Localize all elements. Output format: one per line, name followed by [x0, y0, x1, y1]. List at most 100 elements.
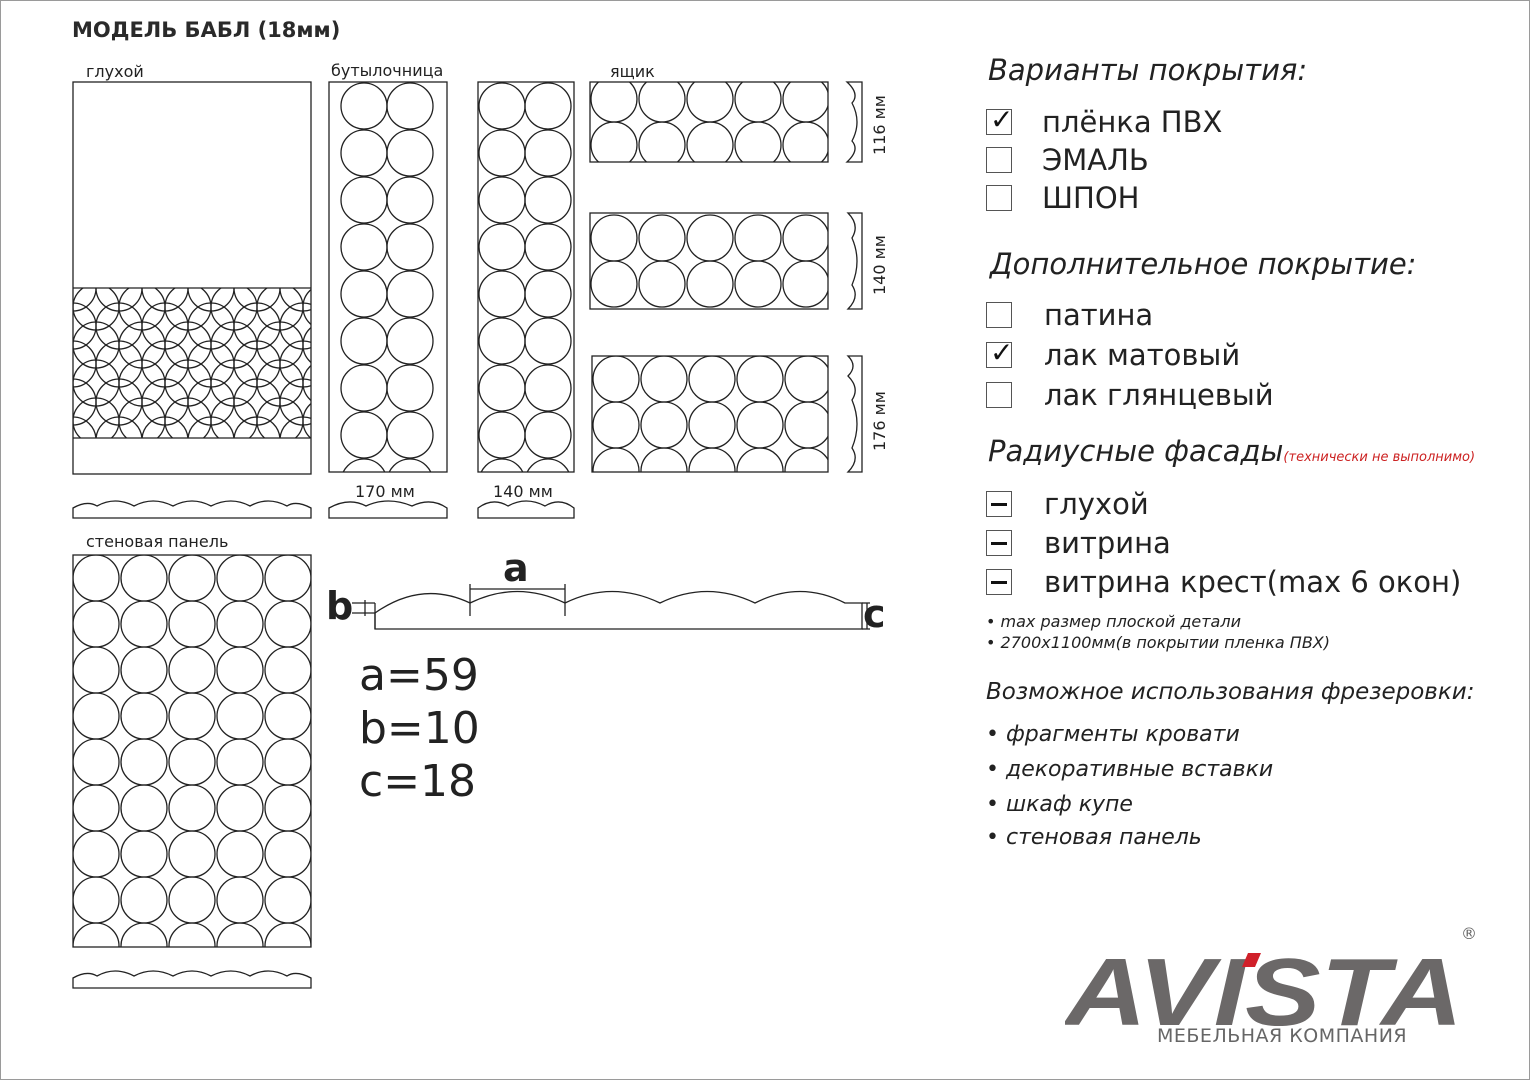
yashchik-176-panel — [591, 355, 829, 473]
extra-option-gloss[interactable]: лак глянцевый — [986, 376, 1274, 414]
usage-item: • декоративные вставки — [986, 757, 1274, 782]
yashchik-116-panel — [589, 81, 829, 163]
radius-options: глухой витрина витрина крест(max 6 окон) — [986, 485, 1461, 601]
pattern-circle — [592, 356, 640, 403]
usage-item: • шкаф купе — [986, 792, 1133, 817]
pattern-circle — [478, 129, 526, 177]
gluhoy-profile — [72, 500, 312, 519]
pattern-circle — [478, 82, 526, 130]
checkbox-enamel[interactable] — [986, 147, 1012, 173]
pattern-circle — [386, 317, 434, 365]
pattern-circle — [73, 692, 120, 740]
pattern-circle — [73, 600, 120, 648]
pattern-circle — [638, 121, 686, 162]
usage-item-text: фрагменты кровати — [1005, 722, 1240, 747]
pattern-circle — [524, 317, 572, 365]
pattern-circle — [524, 176, 572, 224]
extra-option-matte[interactable]: ✓ лак матовый — [986, 336, 1274, 374]
pattern-circle — [340, 129, 388, 177]
dim-140-width: 140 мм — [493, 482, 553, 501]
radius-option-vitrina[interactable]: витрина — [986, 524, 1461, 562]
pattern-circle — [120, 692, 168, 740]
pattern-circle — [168, 692, 216, 740]
pattern-circle — [73, 876, 120, 924]
extra-option-label: патина — [1044, 298, 1154, 332]
pattern-circle — [168, 738, 216, 786]
pattern-circle — [592, 401, 640, 449]
usage-item: • фрагменты кровати — [986, 722, 1240, 747]
pattern-circle — [478, 317, 526, 365]
stenovaya-profile — [72, 970, 312, 989]
usage-item-text: шкаф купе — [1005, 792, 1133, 817]
extra-options: патина ✓ лак матовый лак глянцевый — [986, 296, 1274, 414]
pattern-circle — [386, 129, 434, 177]
usage-item: • стеновая панель — [986, 825, 1202, 850]
checkbox-radius-gluhoy[interactable] — [986, 491, 1012, 517]
pattern-circle — [478, 411, 526, 459]
pattern-circle — [736, 447, 784, 472]
coverage-option-pvc[interactable]: ✓ плёнка ПВХ — [986, 103, 1222, 141]
checkbox-patina[interactable] — [986, 302, 1012, 328]
pattern-circle — [340, 411, 388, 459]
pattern-circle — [590, 82, 638, 123]
radius-option-vitrina-krest[interactable]: витрина крест(max 6 окон) — [986, 563, 1461, 601]
checkbox-matte[interactable]: ✓ — [986, 338, 1013, 368]
pattern-circle — [120, 600, 168, 648]
checkbox-radius-vitrina[interactable] — [986, 530, 1012, 556]
pattern-circle — [688, 447, 736, 472]
pattern-circle — [340, 364, 388, 412]
pattern-circle — [638, 82, 686, 123]
label-butylochnica: бутылочница — [331, 61, 444, 80]
checkbox-gloss[interactable] — [986, 382, 1012, 408]
extra-option-patina[interactable]: патина — [986, 296, 1274, 334]
pattern-circle — [386, 223, 434, 271]
checkbox-radius-vitrina-krest[interactable] — [986, 569, 1012, 595]
radius-option-gluhoy[interactable]: глухой — [986, 485, 1461, 523]
checkmark-icon: ✓ — [990, 336, 1014, 369]
pattern-circle — [734, 82, 782, 123]
usage-item-text: стеновая панель — [1005, 825, 1202, 850]
pattern-circle — [264, 600, 311, 648]
coverage-option-veneer[interactable]: ШПОН — [986, 179, 1222, 217]
dim-letter-b: b — [326, 584, 354, 628]
pattern-circle — [342, 458, 386, 472]
pattern-circle — [264, 922, 311, 947]
pattern-circle — [478, 176, 526, 224]
pattern-circle — [784, 356, 828, 403]
pattern-circle — [340, 270, 388, 318]
pattern-circle — [168, 600, 216, 648]
checkbox-veneer[interactable] — [986, 185, 1012, 211]
pattern-circle — [326, 265, 372, 311]
coverage-option-label: ШПОН — [1042, 181, 1140, 215]
coverage-option-enamel[interactable]: ЭМАЛЬ — [986, 141, 1222, 179]
dim-170: 170 мм — [355, 482, 415, 501]
logo-red-accent — [1242, 953, 1261, 967]
pattern-circle — [216, 555, 264, 602]
dim-176: 176 мм — [870, 391, 889, 451]
yashchik-140-panel — [589, 212, 829, 310]
pattern-circle — [480, 458, 524, 472]
pattern-circle — [302, 402, 311, 438]
logo-subtitle: МЕБЕЛЬНАЯ КОМПАНИЯ — [1157, 1025, 1408, 1047]
pattern-circle — [686, 121, 734, 162]
pattern-circle — [73, 555, 120, 602]
coverage-option-label: ЭМАЛЬ — [1042, 143, 1149, 177]
pattern-circle — [526, 458, 570, 472]
pattern-circle — [168, 646, 216, 694]
page-title: МОДЕЛЬ БАБЛ (18мм) — [72, 18, 341, 42]
minus-icon — [991, 542, 1007, 545]
yashchik-140-side-profile — [846, 212, 863, 310]
label-yashchik: ящик — [610, 62, 655, 81]
pattern-circle — [640, 356, 688, 403]
pattern-circle — [340, 82, 388, 130]
pattern-circle — [640, 447, 688, 472]
pattern-circle — [216, 876, 264, 924]
pattern-circle — [524, 223, 572, 271]
checkbox-pvc[interactable]: ✓ — [986, 105, 1013, 135]
pattern-circle — [386, 364, 434, 412]
yashchik-176-side-profile — [846, 355, 863, 473]
pattern-circle — [638, 260, 686, 308]
logo-brand-text: AVISTA — [1065, 939, 1463, 1045]
dim-letter-c: c — [863, 592, 886, 636]
note-text: 2700х1100мм(в покрытии пленка ПВХ) — [1000, 633, 1330, 652]
